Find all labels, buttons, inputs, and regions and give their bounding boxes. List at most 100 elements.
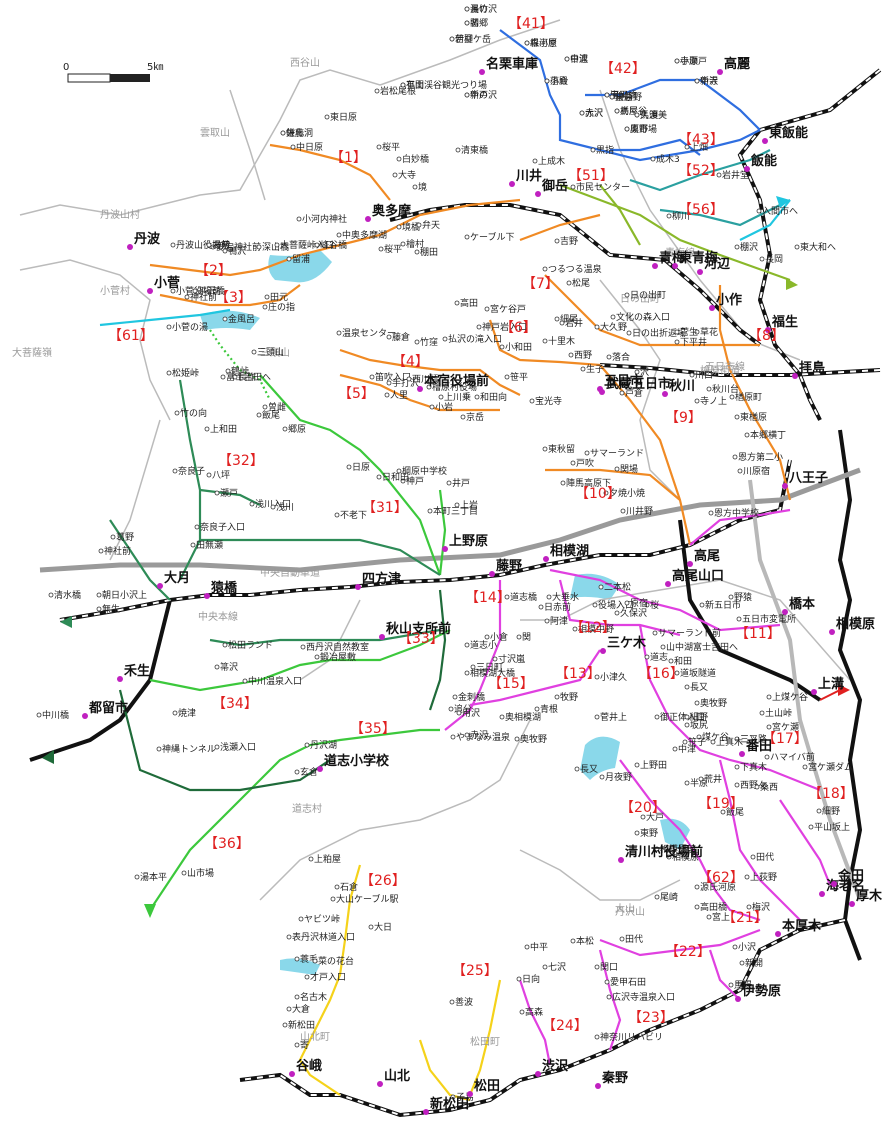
stop-marker: [732, 944, 738, 950]
station-dot: [599, 389, 605, 395]
stop-marker: [694, 904, 700, 910]
station-label: 名栗車庫: [486, 56, 538, 72]
station-label: 川井: [515, 168, 542, 184]
route-number-label: 【26】: [360, 873, 406, 889]
stop-label: 赤沢: [470, 729, 488, 741]
stop-marker: [334, 512, 340, 518]
stop-label: 藤倉: [392, 331, 410, 343]
station-label: 大月: [164, 570, 190, 586]
route-number-label: 【42】: [600, 61, 646, 77]
route-number-label: 【23】: [628, 1010, 674, 1026]
stop-marker: [262, 404, 268, 410]
stop-label: 西川橋: [412, 373, 439, 385]
stop-marker: [220, 374, 226, 380]
route-number-label: 【9】: [665, 410, 702, 426]
stop-label: 寺ノ上: [700, 396, 727, 407]
stop-marker: [609, 94, 615, 100]
stop-label: 奥牧野: [700, 697, 727, 709]
stop-label: 馬場: [734, 979, 752, 991]
station-label: 五日市: [604, 373, 643, 389]
stop-marker: [249, 501, 255, 507]
stop-marker: [570, 460, 576, 466]
stop-marker: [624, 600, 630, 606]
stop-marker: [414, 249, 420, 255]
station-dot: [535, 191, 541, 197]
stop-label: 上真木: [716, 736, 743, 748]
stop-marker: [464, 670, 470, 676]
stop-label: 源氏河原: [700, 881, 736, 893]
stop-marker: [499, 714, 505, 720]
stop-marker: [684, 780, 690, 786]
stop-marker: [737, 468, 743, 474]
stop-label: 馬渡: [640, 109, 658, 121]
stop-marker: [314, 654, 320, 660]
stop-label: 東秋留: [548, 443, 575, 455]
route-number-label: 【62】: [698, 870, 744, 886]
station-label: 橋本: [789, 596, 815, 612]
stop-marker: [464, 234, 470, 240]
stop-marker: [744, 874, 750, 880]
stop-label: 浅川: [276, 501, 294, 513]
stop-label: 下真木: [740, 761, 767, 773]
stop-label: 大戸: [646, 811, 664, 823]
stop-marker: [454, 502, 460, 508]
stop-label: 月夜野: [605, 771, 632, 783]
route-number-label: 【3】: [215, 290, 252, 306]
stop-marker: [728, 982, 734, 988]
stop-marker: [698, 776, 704, 782]
stop-label: 楢原町: [735, 391, 762, 403]
stop-marker: [604, 92, 610, 98]
stop-marker: [346, 464, 352, 470]
stop-marker: [594, 324, 600, 330]
stop-marker: [546, 594, 552, 600]
stop-label: 丹波山役場前: [176, 239, 230, 251]
stop-label: 深山橋: [262, 241, 289, 253]
station-dot: [829, 629, 835, 635]
stop-label: 鳥屋: [620, 105, 638, 117]
stop-marker: [759, 710, 765, 716]
stop-marker: [674, 329, 680, 335]
stop-marker: [554, 238, 560, 244]
station-label: 四方津: [362, 571, 401, 587]
stop-marker: [816, 808, 822, 814]
stop-label: 日の出折返場: [632, 327, 686, 339]
stop-label: 原市場: [630, 123, 657, 135]
stop-label: 奈良子: [178, 465, 205, 477]
place-label: 五日市線: [705, 360, 745, 373]
stop-marker: [706, 386, 712, 392]
station-dot: [782, 609, 788, 615]
stop-label: 菅井上: [600, 711, 627, 723]
station-label: 道志小学校: [324, 753, 390, 769]
stop-label: 寺原: [680, 56, 698, 67]
stop-marker: [170, 242, 176, 248]
stop-marker: [544, 618, 550, 624]
stop-label: 神社前: [104, 545, 131, 557]
stop-label: 中平: [530, 941, 548, 953]
stop-label: 岩井堂: [722, 169, 749, 181]
station-dot: [775, 931, 781, 937]
stop-label: 上野田: [640, 760, 667, 771]
station-dot: [717, 69, 723, 75]
stop-marker: [290, 144, 296, 150]
stop-label: 高森: [525, 1006, 543, 1018]
place-label: 三頭山: [260, 347, 290, 359]
stop-marker: [414, 339, 420, 345]
station-dot: [489, 571, 495, 577]
route-number-label: 【19】: [698, 796, 744, 812]
stop-label: 檜原村役場: [432, 381, 477, 393]
stop-label: 金刺橋: [458, 691, 485, 703]
stop-marker: [312, 958, 318, 964]
stop-marker: [376, 144, 382, 150]
stop-label: 本郷横丁: [750, 429, 786, 441]
stop-marker: [684, 684, 690, 690]
stop-label: 新寺: [700, 75, 718, 87]
stop-marker: [696, 734, 702, 740]
stop-marker: [542, 964, 548, 970]
station-label: 金田: [837, 868, 864, 884]
station-label: 小作: [716, 292, 742, 308]
stop-label: 宮ケ瀬: [772, 721, 799, 733]
stop-marker: [516, 634, 522, 640]
stop-marker: [619, 390, 625, 396]
place-label: 丹波山村: [100, 208, 140, 221]
stop-marker: [734, 414, 740, 420]
